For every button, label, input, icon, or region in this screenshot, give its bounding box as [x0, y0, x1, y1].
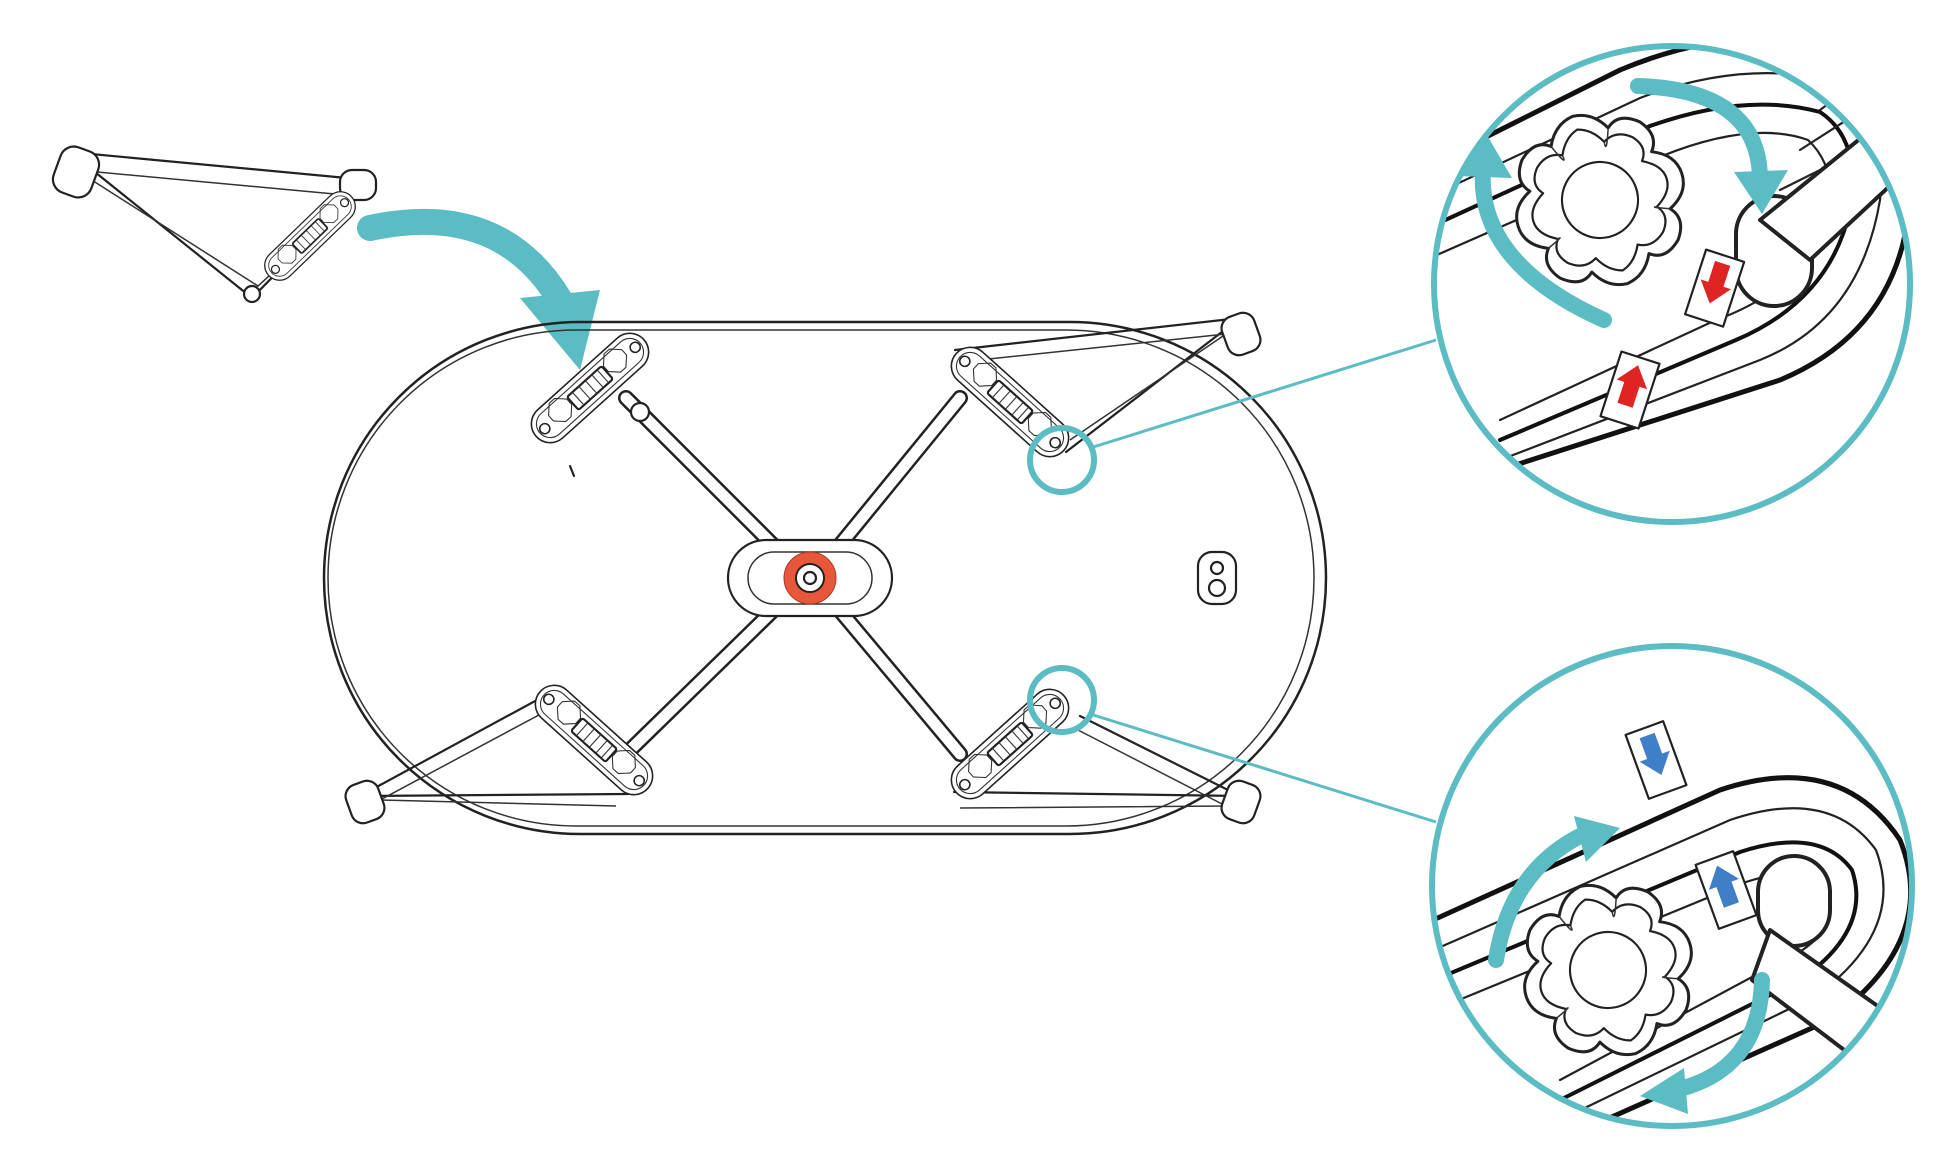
- tabletop-button: [1196, 550, 1238, 606]
- rotate-arrow-icon: [1630, 78, 1768, 188]
- highlight-circle-top: [1027, 425, 1097, 495]
- callout-line-top: [1089, 338, 1437, 450]
- leg-top-right: [953, 311, 1262, 454]
- rotate-arrow-icon: [1668, 972, 1770, 1098]
- x-frame: [618, 390, 968, 762]
- leg-bottom-left: [344, 692, 630, 825]
- highlight-circle-bottom: [1027, 665, 1097, 735]
- loose-leg-frame: [51, 145, 378, 304]
- indicator-window-outside-bottom: [1624, 720, 1688, 800]
- blue-arrow-up-icon: [1708, 865, 1739, 908]
- callout-line-bottom: [1089, 712, 1437, 824]
- rotate-arrow-icon: [1474, 152, 1612, 328]
- indicator-window-bottom: [1694, 850, 1758, 930]
- bracket-bottom-right: [942, 680, 1078, 808]
- indicator-window-top: [1683, 248, 1746, 328]
- red-arrow-down-icon: [1700, 260, 1732, 304]
- red-arrow-up-icon: [1616, 365, 1648, 408]
- leg-bottom-right: [952, 714, 1262, 825]
- blue-arrow-down-icon: [1639, 732, 1670, 776]
- rotate-arrow-icon: [1488, 826, 1592, 968]
- detail-view-top: [1431, 43, 1913, 525]
- bracket-top-left: [522, 324, 658, 452]
- indicator-window-outside: [1599, 350, 1661, 430]
- tabletop: [322, 320, 1328, 836]
- center-hub: [783, 551, 837, 605]
- detail-view-bottom: [1429, 643, 1915, 1129]
